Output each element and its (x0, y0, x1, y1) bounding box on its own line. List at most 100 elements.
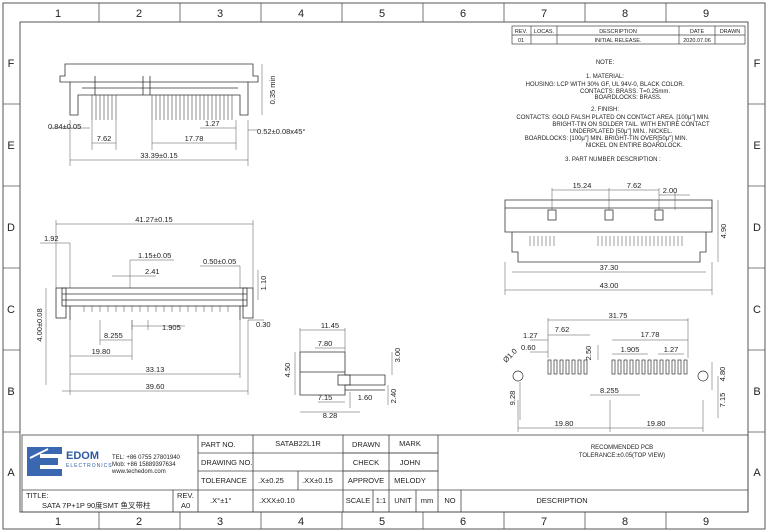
part-no-label: PART NO. (201, 440, 236, 449)
pcb-caption-line1: RECOMMENDED PCB (591, 445, 653, 451)
grid-col-7: 7 (541, 8, 547, 20)
unit-value: mm (421, 496, 434, 505)
dim-3313: 33.13 (146, 365, 165, 374)
note-title: NOTE: (596, 60, 615, 66)
grid-col-1: 1 (55, 8, 61, 20)
tolerance-1: .X±0.25 (258, 476, 284, 485)
drawn-by: MARK (399, 439, 421, 448)
check-by: JOHN (400, 458, 420, 467)
grid-col-5: 5 (379, 8, 385, 20)
grid-col-6: 6 (460, 8, 466, 20)
rev-row-date: 2020.07.06 (683, 38, 711, 44)
dim-780: 7.80 (318, 339, 333, 348)
rev-header-rev: REV. (515, 29, 528, 35)
dim-1778: 17.78 (185, 134, 204, 143)
dim-715: 7.15 (318, 393, 333, 402)
no-label: NO (444, 496, 455, 505)
grid-row-f-right: F (754, 58, 761, 70)
grid-row-d: D (7, 222, 15, 234)
drawn-label: DRAWN (352, 440, 380, 449)
rev-label: REV. (177, 491, 194, 500)
grid-col-1-bottom: 1 (55, 516, 61, 528)
dim-240: 2.40 (389, 389, 398, 404)
note-material-line: BOARDLOCKS: BRASS. (594, 95, 661, 101)
dim-828: 8.28 (323, 411, 338, 420)
pcb-caption-line2: TOLERANCE:±0.05(TOP VIEW) (579, 453, 665, 459)
dim-160: 1.60 (358, 393, 373, 402)
description-label: DESCRIPTION (536, 496, 587, 505)
company-sub: ELECTRONICS (66, 463, 113, 469)
title-value: SATA 7P+1P 90度SMT 鱼叉带柱 (42, 500, 151, 510)
grid-col-3: 3 (217, 8, 223, 20)
grid-row-f: F (8, 58, 15, 70)
grid-col-4-bottom: 4 (298, 516, 304, 528)
grid-col-6-bottom: 6 (460, 516, 466, 528)
check-label: CHECK (353, 458, 379, 467)
company-name: EDOM (66, 450, 99, 462)
dim-115: 1.15±0.05 (138, 251, 171, 260)
dim-1980-pcb-left: 19.80 (555, 419, 574, 428)
grid-row-c: C (7, 304, 15, 316)
dim-8255: 8.255 (104, 331, 123, 340)
top-view-contacts (91, 95, 233, 120)
grid-col-7-bottom: 7 (541, 516, 547, 528)
dim-1778-pcb: 17.78 (641, 330, 660, 339)
dim-dia-10: Ø1.0 (501, 347, 519, 365)
note-finish-line: NICKEL ON ENTIRE BOARDLOCK. (586, 143, 683, 149)
dim-762-front: 7.62 (627, 181, 642, 190)
drawing-no-label: DRAWING NO. (201, 458, 252, 467)
dim-110: 1.10 (259, 276, 268, 291)
company-mob: Mob: +86 15889397634 (112, 462, 176, 468)
dim-300: 3.00 (393, 348, 402, 363)
note-finish-line: BRIGHT-TIN ON SOLDER TAIL. WITH ENTIRE C… (552, 122, 710, 128)
front-view-outline (504, 199, 713, 263)
dim-1905-pcb: 1.905 (621, 345, 640, 354)
pcb-dim-lines (517, 318, 719, 432)
column-ticks (3, 3, 765, 529)
grid-col-2: 2 (136, 8, 142, 20)
dim-400: 4.00±0.08 (35, 308, 44, 341)
revision-table (511, 25, 746, 45)
grid-row-a: A (7, 467, 15, 479)
side-view-dim-lines (40, 220, 264, 395)
dim-200: 2.00 (663, 186, 678, 195)
front-view-dim-lines (504, 188, 719, 295)
company-tel: TEL: +86 0755 27801940 (112, 455, 181, 461)
dim-450: 4.50 (283, 363, 292, 378)
note-finish-line: BOARDLOCKS: [100μ"] MIN. BRIGHT-TIN OVER… (525, 136, 688, 142)
rev-value: A0 (181, 501, 190, 510)
dim-715-pcb: 7.15 (718, 393, 727, 408)
dim-127-pcb: 1.27 (523, 331, 538, 340)
approve-label: APPROVE (348, 476, 384, 485)
dim-3339: 33.39±0.15 (140, 151, 177, 160)
dim-8255-pcb: 8.255 (600, 386, 619, 395)
dim-4300: 43.00 (600, 281, 619, 290)
note-part-number-heading: 3. PART NUMBER DESCRIPTION : (565, 157, 661, 163)
part-no-value: SATAB22L1R (275, 439, 321, 448)
scale-label: SCALE (346, 496, 371, 505)
grid-col-5-bottom: 5 (379, 516, 385, 528)
top-view-dim-lines (50, 64, 263, 166)
approve-by: MELODY (394, 476, 426, 485)
grid-col-8-bottom: 8 (622, 516, 628, 528)
dim-030: 0.30 (256, 320, 271, 329)
title-label: TITLE: (26, 491, 49, 500)
note-finish-line: UNDERPLATED [50μ"] MIN.. NICKEL. (570, 129, 673, 135)
dim-1905: 1.905 (162, 323, 181, 332)
tolerance-angle: .X°±1° (210, 496, 231, 505)
dim-1524: 15.24 (573, 181, 592, 190)
dim-035-min: 0.35 min (268, 76, 277, 105)
rev-header-description: DESCRIPTION (599, 29, 637, 35)
grid-col-2-bottom: 2 (136, 516, 142, 528)
end-view-dim-lines (294, 328, 393, 413)
dim-1980: 19.80 (92, 347, 111, 356)
dim-1145: 11.45 (321, 321, 339, 330)
rev-row-description: INITIAL RELEASE. (595, 38, 642, 44)
edom-logo-icon (27, 447, 62, 476)
dim-3960: 39.60 (146, 382, 165, 391)
grid-row-e-right: E (753, 140, 760, 152)
grid-col-9-bottom: 9 (703, 516, 709, 528)
dim-3730: 37.30 (600, 263, 619, 272)
pcb-layout-pads (512, 359, 709, 382)
